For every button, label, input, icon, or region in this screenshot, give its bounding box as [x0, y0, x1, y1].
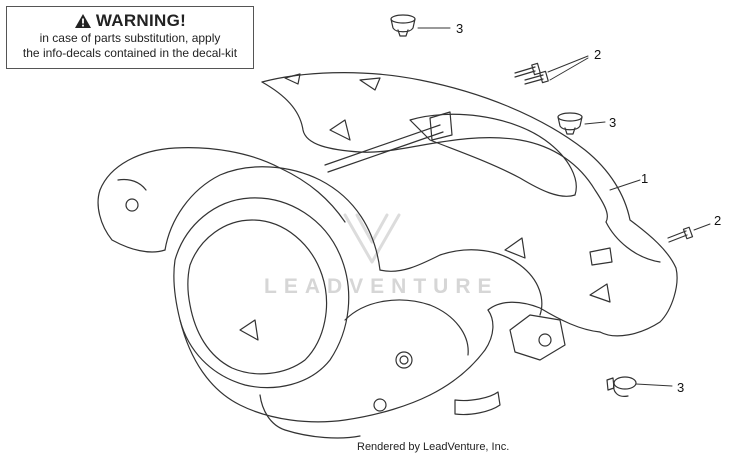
footer-credit: Rendered by LeadVenture, Inc.: [357, 441, 510, 453]
callout-screw-side: 2: [714, 213, 722, 228]
warning-title: WARNING!: [95, 11, 187, 30]
screw-pair: [514, 62, 549, 85]
warning-text-line-1: in case of parts substitution, apply: [39, 31, 221, 45]
callout-clip-bottom: 3: [677, 380, 685, 395]
watermark-logo: [343, 213, 401, 264]
leader-lines: [417, 27, 711, 387]
callout-clip-middle: 3: [609, 115, 617, 130]
clip-bottom: [606, 376, 637, 397]
warning-box: WARNING! in case of parts substitution, …: [6, 6, 254, 69]
screw-side: [667, 226, 694, 243]
clip-top: [390, 14, 416, 37]
callout-clip-top: 3: [456, 21, 464, 36]
warning-heading: WARNING!: [7, 11, 253, 31]
warning-icon: [74, 14, 91, 28]
callout-screws: 2: [594, 47, 602, 62]
clip-middle: [557, 112, 583, 135]
callout-headset-cover: 1: [641, 171, 649, 186]
headset-cover: [97, 72, 678, 439]
warning-text-line-2: the info-decals contained in the decal-k…: [22, 46, 238, 60]
watermark-text: LEADVENTURE: [264, 275, 499, 298]
